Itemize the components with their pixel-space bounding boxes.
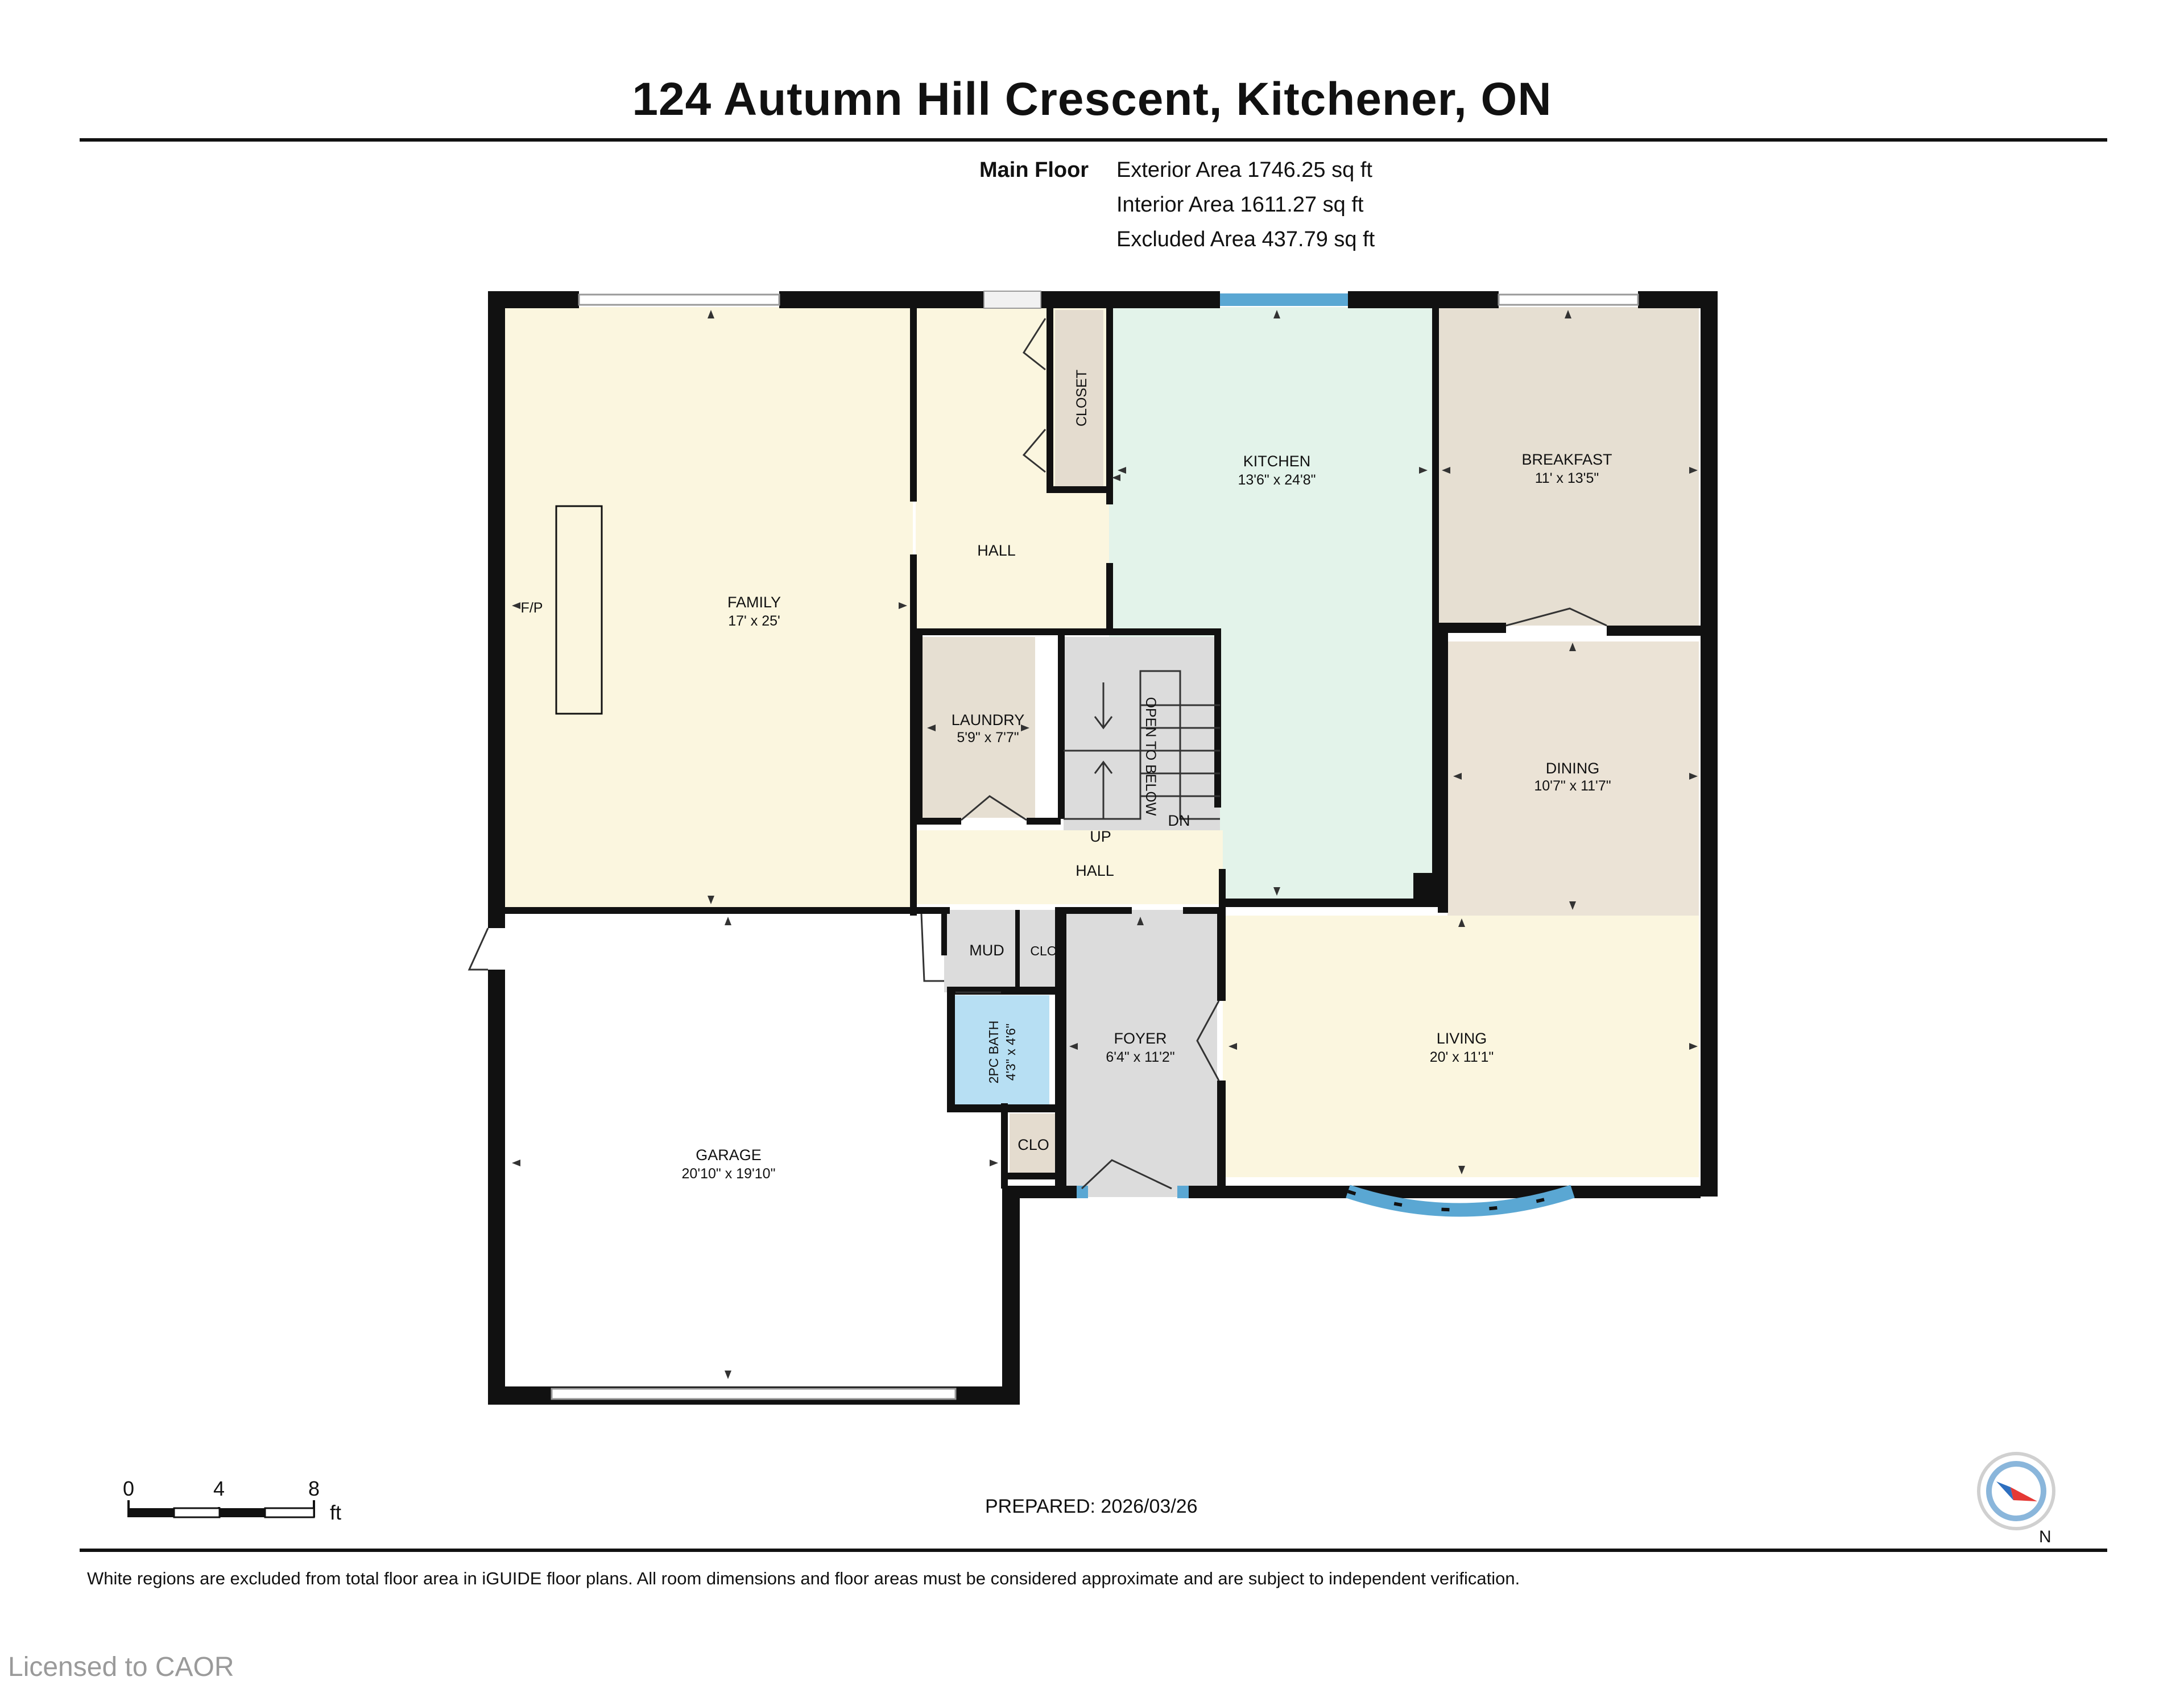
walls bbox=[488, 291, 1718, 1405]
breakfast-fill bbox=[1434, 307, 1699, 626]
clo-mud-name: CLO bbox=[1030, 943, 1057, 958]
laundry-dims: 5'9" x 7'7" bbox=[957, 730, 1019, 746]
prepared-date: PREPARED: 2026/03/26 bbox=[985, 1496, 1198, 1517]
stairs-fill bbox=[1064, 637, 1220, 830]
dining-name: DINING bbox=[1546, 760, 1600, 777]
living-fill bbox=[1223, 916, 1699, 1177]
dimension-arrows bbox=[512, 310, 1698, 1379]
scale-tick-4: 4 bbox=[213, 1477, 225, 1500]
disclaimer-text: White regions are excluded from total fl… bbox=[87, 1568, 1520, 1588]
bath-fill bbox=[949, 995, 1049, 1104]
closet-name: CLOSET bbox=[1074, 370, 1090, 427]
excluded-area: Excluded Area 437.79 sq ft bbox=[1116, 227, 1375, 251]
interior-area: Interior Area 1611.27 sq ft bbox=[1116, 193, 1364, 217]
license-watermark: Licensed to CAOR bbox=[8, 1652, 234, 1682]
hall-upper-name: HALL bbox=[977, 542, 1016, 559]
floor-label: Main Floor bbox=[979, 158, 1089, 182]
bath-dims: 4'3" x 4'6" bbox=[1003, 1024, 1018, 1081]
foyer-fill bbox=[1064, 910, 1217, 1197]
bottom-divider bbox=[80, 1549, 2107, 1552]
scale-tick-0: 0 bbox=[123, 1477, 134, 1500]
fireplace-label: F/P bbox=[521, 600, 543, 616]
clo-foyer-name: CLO bbox=[1017, 1136, 1049, 1153]
family-name: FAMILY bbox=[727, 594, 781, 611]
garage-dims: 20'10" x 19'10" bbox=[682, 1166, 776, 1182]
dining-dims: 10'7" x 11'7" bbox=[1534, 778, 1611, 794]
mud-name: MUD bbox=[969, 942, 1004, 959]
scale-tick-8: 8 bbox=[308, 1477, 320, 1500]
fireplace-hearth bbox=[555, 505, 603, 715]
living-name: LIVING bbox=[1437, 1030, 1487, 1047]
scale-bar: 0 4 8 ft bbox=[123, 1477, 341, 1524]
stairs-dn-label: DN bbox=[1168, 812, 1190, 829]
compass-label: N bbox=[2039, 1527, 2051, 1546]
kitchen-name: KITCHEN bbox=[1243, 453, 1311, 470]
clo-foyer-fill bbox=[1010, 1113, 1058, 1177]
plan-title: 124 Autumn Hill Crescent, Kitchener, ON bbox=[632, 73, 1552, 125]
breakfast-name: BREAKFAST bbox=[1521, 451, 1612, 468]
dining-fill bbox=[1447, 641, 1699, 916]
foyer-dims: 6'4" x 11'2" bbox=[1106, 1049, 1174, 1065]
door-swings bbox=[468, 318, 1607, 1190]
laundry-fill bbox=[920, 637, 1035, 818]
mud-fill bbox=[944, 910, 1058, 992]
hall-lower-fill bbox=[916, 830, 1223, 904]
kitchen-dims: 13'6" x 24'8" bbox=[1238, 472, 1316, 488]
room-labels: FAMILY 17' x 25' F/P HALL CLOSET KITCHEN… bbox=[521, 370, 1612, 1182]
stairs bbox=[1064, 670, 1220, 820]
room-fills bbox=[500, 307, 1699, 1197]
foyer-name: FOYER bbox=[1114, 1030, 1167, 1047]
stairs-up-label: UP bbox=[1090, 828, 1111, 845]
family-dims: 17' x 25' bbox=[728, 613, 780, 629]
laundry-name: LAUNDRY bbox=[952, 711, 1025, 728]
garage-name: GARAGE bbox=[696, 1146, 762, 1164]
living-dims: 20' x 11'1" bbox=[1430, 1049, 1494, 1065]
stairs-open-label: OPEN TO BELOW bbox=[1143, 697, 1159, 816]
scale-unit: ft bbox=[330, 1501, 341, 1524]
top-divider bbox=[80, 138, 2107, 142]
bath-name: 2PC BATH bbox=[986, 1021, 1001, 1084]
hall-lower-name: HALL bbox=[1076, 862, 1114, 879]
breakfast-dims: 11' x 13'5" bbox=[1535, 470, 1599, 486]
exterior-area: Exterior Area 1746.25 sq ft bbox=[1116, 158, 1372, 182]
closet-fill bbox=[1055, 310, 1103, 489]
windows bbox=[551, 291, 1639, 1400]
compass-icon: N bbox=[1977, 1452, 2055, 1546]
